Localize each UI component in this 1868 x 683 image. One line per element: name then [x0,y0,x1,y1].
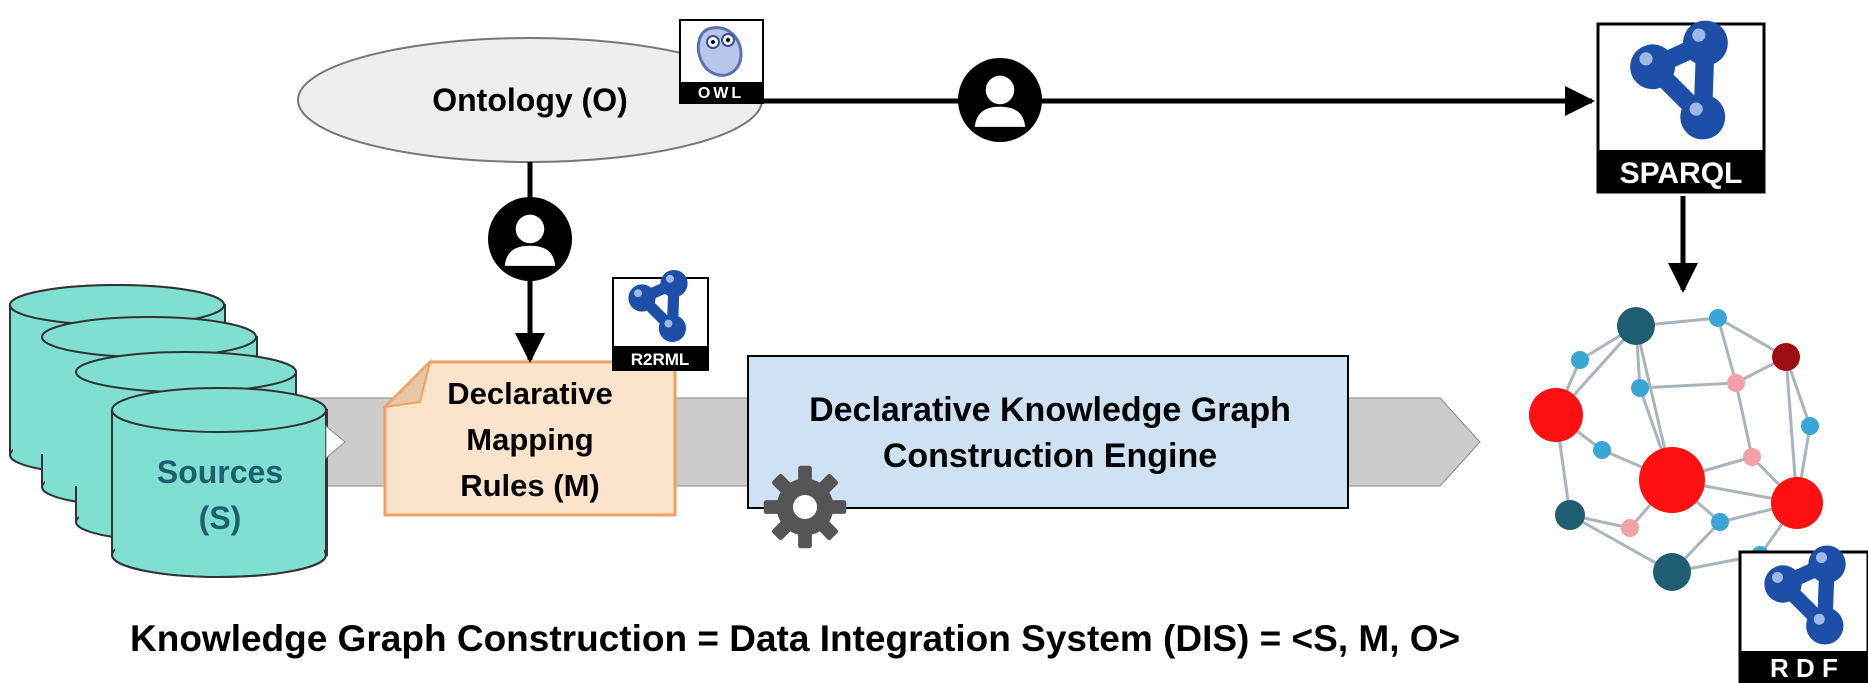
rdf-badge-text: R D F [1770,653,1838,683]
sparql-logo: SPARQL [1596,21,1766,194]
rdf-logo: R D F [1738,546,1868,683]
engine-label: Declarative Knowledge Graph Construction… [809,391,1291,475]
r2rml-logo: R2RML [612,270,709,371]
sources-database-stack [9,284,328,578]
dis-equation: Knowledge Graph Construction = Data Inte… [130,618,1461,659]
sparql-badge-text: SPARQL [1620,157,1743,190]
mapping-fold [382,358,432,409]
mapping-rules-label: Declarative Mapping Rules (M) [447,376,613,503]
owl-badge-text: OWL [698,85,744,102]
user-icon [488,197,572,281]
pipeline-arrow-notch [325,424,346,460]
r2rml-badge-text: R2RML [631,350,690,369]
ontology-label: Ontology (O) [432,81,628,118]
knowledge-graph-network [1529,307,1823,591]
sources-label: Sources (S) [156,454,284,536]
owl-logo: OWL [679,19,764,104]
engine-box [747,355,1349,509]
user-icon [958,58,1042,142]
